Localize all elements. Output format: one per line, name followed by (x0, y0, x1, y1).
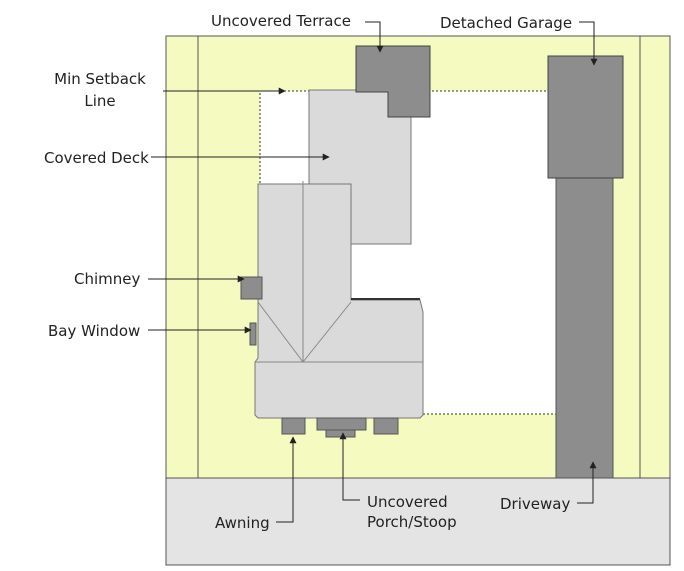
label-uncovered-porch-2: Porch/Stoop (367, 513, 457, 531)
label-min-setback-line-1: Min Setback (54, 70, 146, 88)
leader-porch (339, 432, 360, 501)
chimney-shape (240, 276, 263, 300)
porch-step (325, 429, 356, 438)
house-shape (254, 183, 424, 419)
house-roof-hip-right (302, 301, 352, 363)
leader-driveway (577, 461, 597, 504)
awning-shape-right (373, 417, 399, 435)
label-uncovered-porch-1: Uncovered (367, 493, 448, 511)
leader-awning (276, 436, 297, 523)
detached-garage-shape (547, 55, 624, 179)
leader-detached-garage (579, 21, 598, 66)
label-uncovered-terrace: Uncovered Terrace (211, 12, 351, 30)
label-chimney: Chimney (74, 270, 140, 288)
label-bay-window: Bay Window (48, 322, 140, 340)
label-covered-deck: Covered Deck (44, 149, 149, 167)
driveway-shape (555, 177, 614, 479)
awning-shape-left (281, 417, 306, 435)
uncovered-terrace-shape (355, 45, 431, 118)
house-roof-hip-left (257, 301, 304, 363)
label-detached-garage: Detached Garage (440, 14, 572, 32)
street (165, 477, 671, 566)
label-driveway: Driveway (500, 495, 570, 513)
label-min-setback-line-2: Line (84, 92, 115, 110)
label-awning: Awning (215, 514, 270, 532)
porch-shape (316, 417, 367, 431)
leader-uncovered-terrace (365, 21, 384, 53)
bay-window-shape (249, 322, 257, 346)
